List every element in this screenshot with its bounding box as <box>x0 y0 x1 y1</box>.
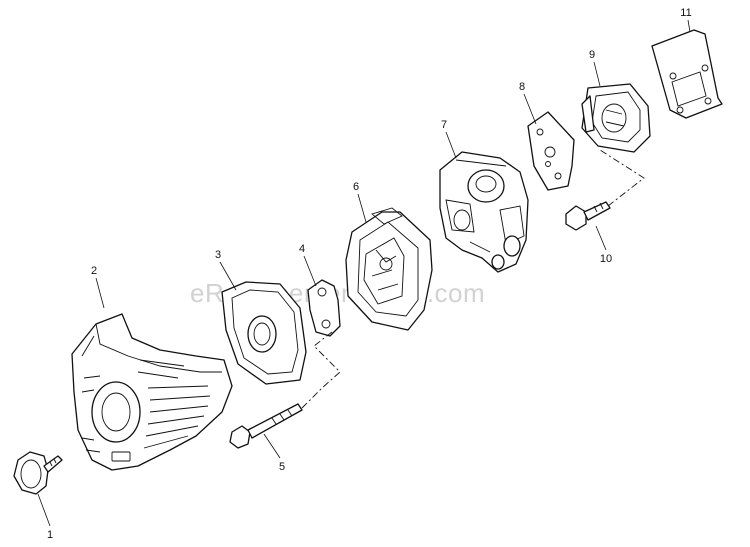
part-label-9: 9 <box>589 49 595 61</box>
part-4-gasket[interactable] <box>307 279 341 337</box>
part-1-knob[interactable] <box>13 451 63 495</box>
assembly-line-bolt-10 <box>599 149 645 207</box>
part-11-gasket[interactable] <box>651 29 723 119</box>
part-6-air-cleaner-case[interactable] <box>345 207 433 331</box>
part-label-7: 7 <box>441 119 447 131</box>
part-label-11: 11 <box>680 7 691 19</box>
part-label-6: 6 <box>353 181 359 193</box>
part-label-3: 3 <box>215 249 221 261</box>
part-8-gasket[interactable] <box>527 111 575 191</box>
part-label-4: 4 <box>299 243 305 255</box>
part-9-insulator[interactable] <box>581 83 651 153</box>
part-label-8: 8 <box>519 81 525 93</box>
part-10-bolt[interactable] <box>565 201 611 231</box>
part-label-1: 1 <box>47 529 53 541</box>
leader-lines <box>37 19 691 527</box>
assembly-line-bolt-5 <box>301 331 341 409</box>
part-label-10: 10 <box>600 253 612 265</box>
part-label-5: 5 <box>279 461 285 473</box>
part-3-air-filter[interactable] <box>221 281 307 385</box>
part-label-2: 2 <box>91 265 97 277</box>
part-2-air-cleaner-cover[interactable] <box>71 313 233 471</box>
part-5-bolt[interactable] <box>229 403 303 449</box>
part-7-carburetor[interactable] <box>439 151 529 273</box>
